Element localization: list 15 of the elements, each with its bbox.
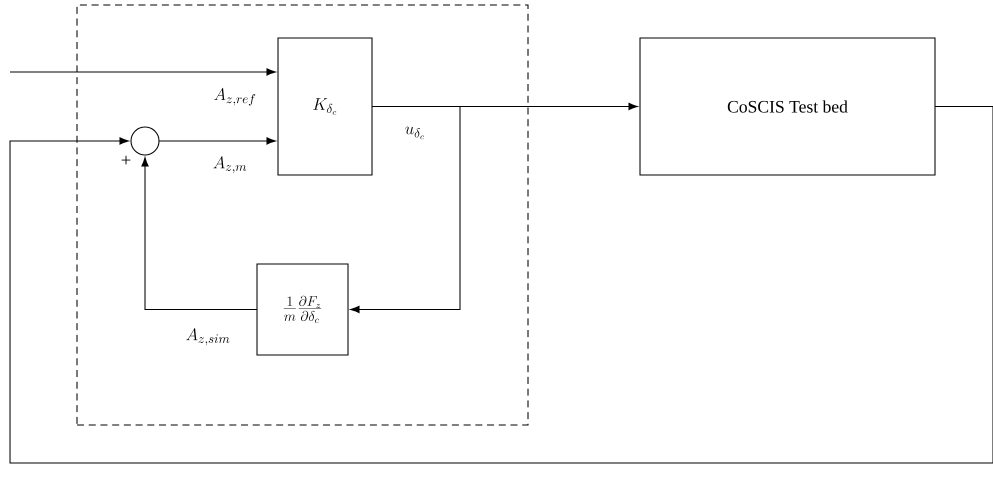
edge-label: $A_{z,sim}$ — [186, 328, 230, 346]
arrow — [141, 157, 256, 310]
edge-label: $A_{z,m}$ — [213, 156, 246, 174]
arrow — [9, 106, 993, 464]
arrow — [160, 137, 276, 145]
dashed-frame — [76, 4, 529, 426]
sign-label: + — [122, 156, 130, 164]
arrow — [10, 68, 276, 76]
edge-label: $u_{\delta_c}$ — [405, 126, 424, 140]
block-box: CoSCIS Test bed — [639, 37, 936, 176]
arrow — [350, 106, 461, 314]
summing-junction — [130, 126, 160, 156]
edge-label: $A_{z,ref}$ — [214, 88, 256, 106]
block-box: $\frac{1}{m}\frac{\partial F_z}{\partial \delta_c}$ — [256, 263, 349, 356]
block-box: $K_{\delta_c}$ — [277, 37, 373, 176]
